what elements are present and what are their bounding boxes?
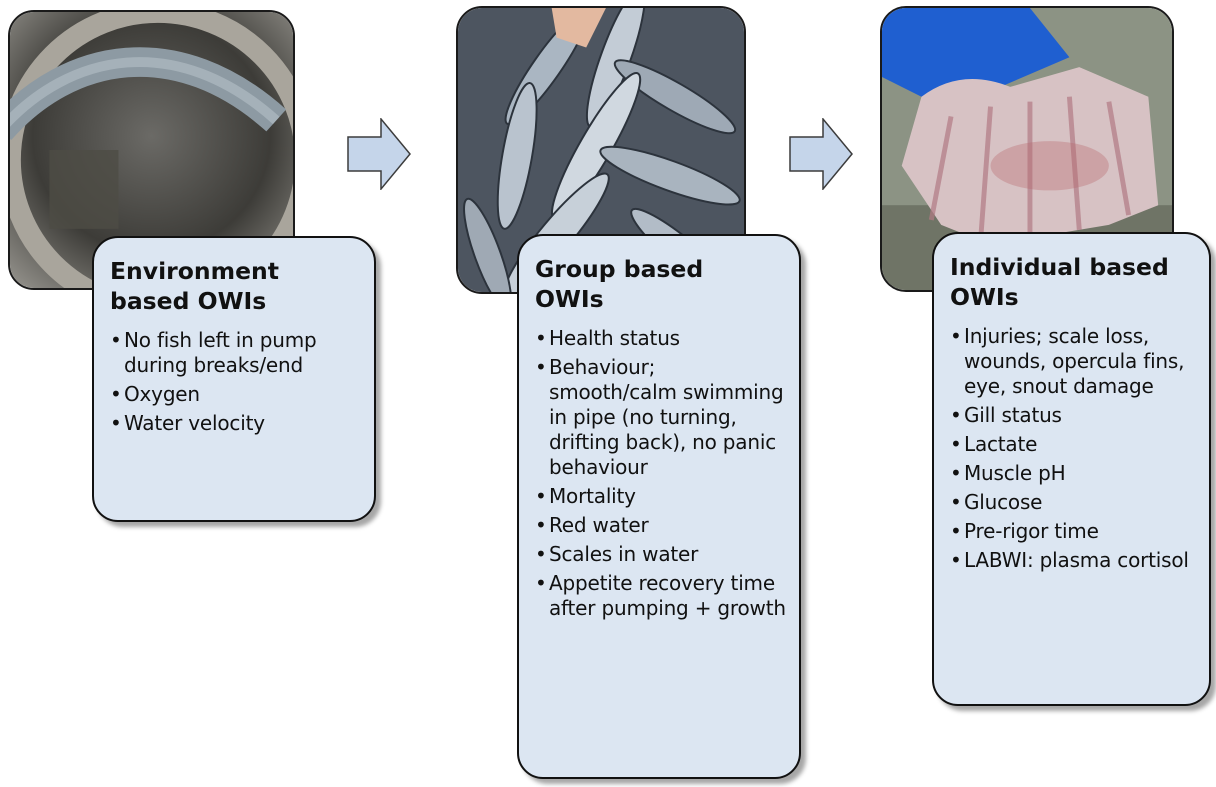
list-item: No fish left in pump during breaks/end	[110, 328, 364, 378]
list-item: Glucose	[950, 490, 1199, 515]
list-item: Pre-rigor time	[950, 519, 1199, 544]
list-item: Health status	[535, 326, 789, 351]
list-item: Mortality	[535, 484, 789, 509]
indicator-list: Health status Behaviour; smooth/calm swi…	[535, 326, 789, 621]
card-title: Individual based OWIs	[950, 253, 1169, 311]
environment-owi-card: Environment based OWIs No fish left in p…	[92, 236, 376, 522]
list-item: Injuries; scale loss, wounds, opercula f…	[950, 324, 1199, 399]
list-item: Lactate	[950, 432, 1199, 457]
list-item: Red water	[535, 513, 789, 538]
group-owi-card: Group based OWIs Health status Behaviour…	[517, 234, 801, 779]
list-item: Water velocity	[110, 411, 364, 436]
card-title: Group based OWIs	[535, 255, 704, 313]
right-arrow-icon	[789, 118, 853, 190]
list-item: Gill status	[950, 403, 1199, 428]
list-item: Scales in water	[535, 542, 789, 567]
right-arrow-icon	[347, 118, 411, 190]
indicator-list: Injuries; scale loss, wounds, opercula f…	[950, 324, 1199, 573]
list-item: Muscle pH	[950, 461, 1199, 486]
individual-owi-card: Individual based OWIs Injuries; scale lo…	[932, 232, 1211, 706]
indicator-list: No fish left in pump during breaks/end O…	[110, 328, 364, 436]
list-item: Oxygen	[110, 382, 364, 407]
list-item: LABWI: plasma cortisol	[950, 548, 1199, 573]
list-item: Appetite recovery time after pumping + g…	[535, 571, 789, 621]
list-item: Behaviour; smooth/calm swimming in pipe …	[535, 355, 789, 480]
card-title: Environment based OWIs	[110, 257, 280, 315]
